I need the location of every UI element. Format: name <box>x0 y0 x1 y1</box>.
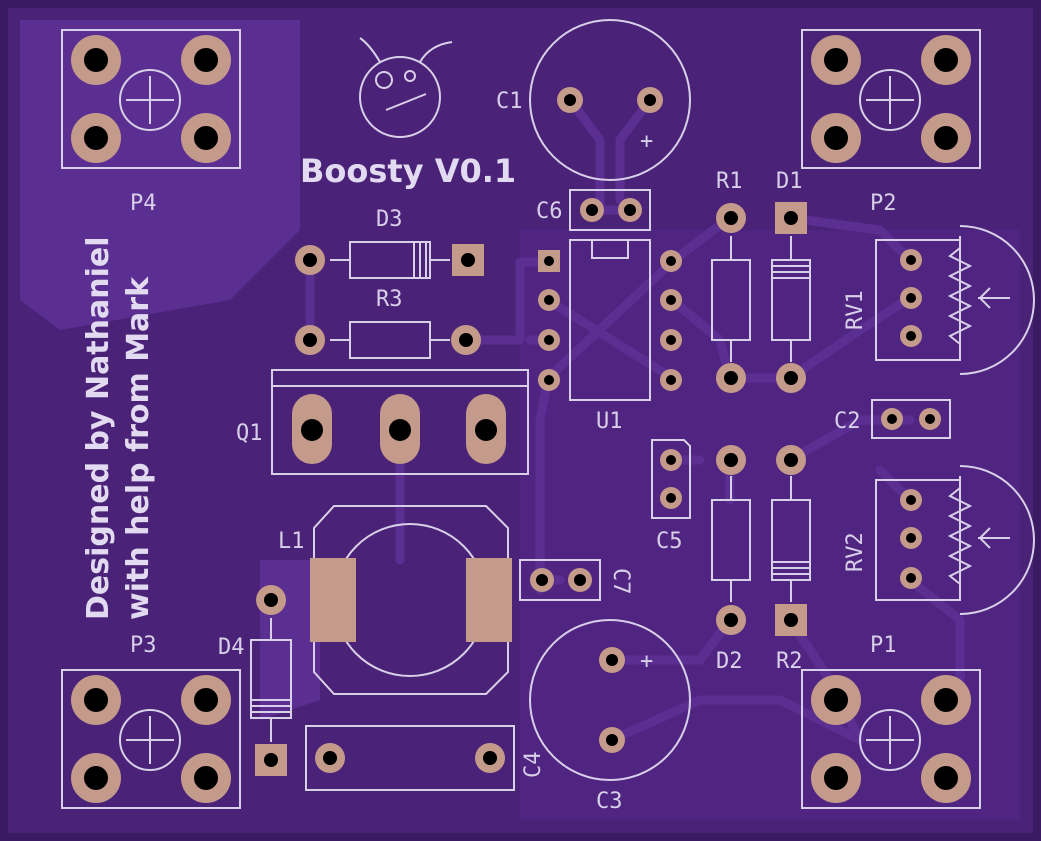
label-c2: C2 <box>834 409 861 434</box>
c1-polarity-mark: + <box>640 129 653 154</box>
capacitor-c3 <box>529 619 691 781</box>
copper-pour <box>20 20 1020 820</box>
label-d3: D3 <box>376 207 403 232</box>
label-c7: C7 <box>608 568 633 595</box>
capacitor-c2 <box>871 399 951 439</box>
diode-lower <box>771 445 811 636</box>
label-p1: P1 <box>870 633 897 658</box>
label-c6: C6 <box>536 199 563 224</box>
ic-u1 <box>538 239 682 401</box>
board-title: Boosty V0.1 <box>300 152 516 190</box>
label-d4: D4 <box>218 635 245 660</box>
diode-d3 <box>295 241 484 279</box>
connector-p1 <box>801 669 981 809</box>
label-d1: D1 <box>776 169 803 194</box>
label-r3: R3 <box>376 287 403 312</box>
credit-line-2: with help from Mark <box>121 276 156 620</box>
resistor-r1 <box>711 203 751 393</box>
label-d2: D2 <box>716 649 743 674</box>
label-r1: R1 <box>716 169 743 194</box>
label-p2: P2 <box>870 191 897 216</box>
diode-d1 <box>771 202 811 393</box>
connector-p4 <box>61 29 241 169</box>
capacitor-c4 <box>305 725 515 791</box>
capacitor-c1 <box>529 19 691 181</box>
resistor-r3 <box>295 321 481 359</box>
label-r2: R2 <box>776 649 803 674</box>
credit-text: Designed by Nathaniel with help from Mar… <box>81 236 156 620</box>
label-u1: U1 <box>596 409 623 434</box>
potentiometer-rv1 <box>875 225 1035 375</box>
capacitor-c6 <box>569 189 651 231</box>
label-c3: C3 <box>596 789 623 814</box>
diode-d4 <box>250 585 292 776</box>
label-l1: L1 <box>278 529 305 554</box>
label-rv1: RV1 <box>843 290 868 330</box>
label-q1: Q1 <box>236 421 263 446</box>
capacitor-c5 <box>651 439 691 519</box>
logo-face-icon <box>359 37 453 138</box>
resistor-lower <box>711 445 751 635</box>
label-p4: P4 <box>130 191 157 216</box>
connector-p2 <box>801 29 981 169</box>
connector-p3 <box>61 669 241 809</box>
label-c5: C5 <box>656 529 683 554</box>
label-p3: P3 <box>130 633 157 658</box>
label-c1: C1 <box>496 89 523 114</box>
capacitor-c7 <box>519 559 601 601</box>
potentiometer-rv2 <box>875 465 1035 615</box>
transistor-q1 <box>271 369 529 475</box>
credit-line-1: Designed by Nathaniel <box>81 236 116 620</box>
c3-polarity-mark: + <box>640 649 653 674</box>
label-c4: C4 <box>521 752 546 779</box>
label-rv2: RV2 <box>843 532 868 572</box>
inductor-l1 <box>310 505 512 695</box>
